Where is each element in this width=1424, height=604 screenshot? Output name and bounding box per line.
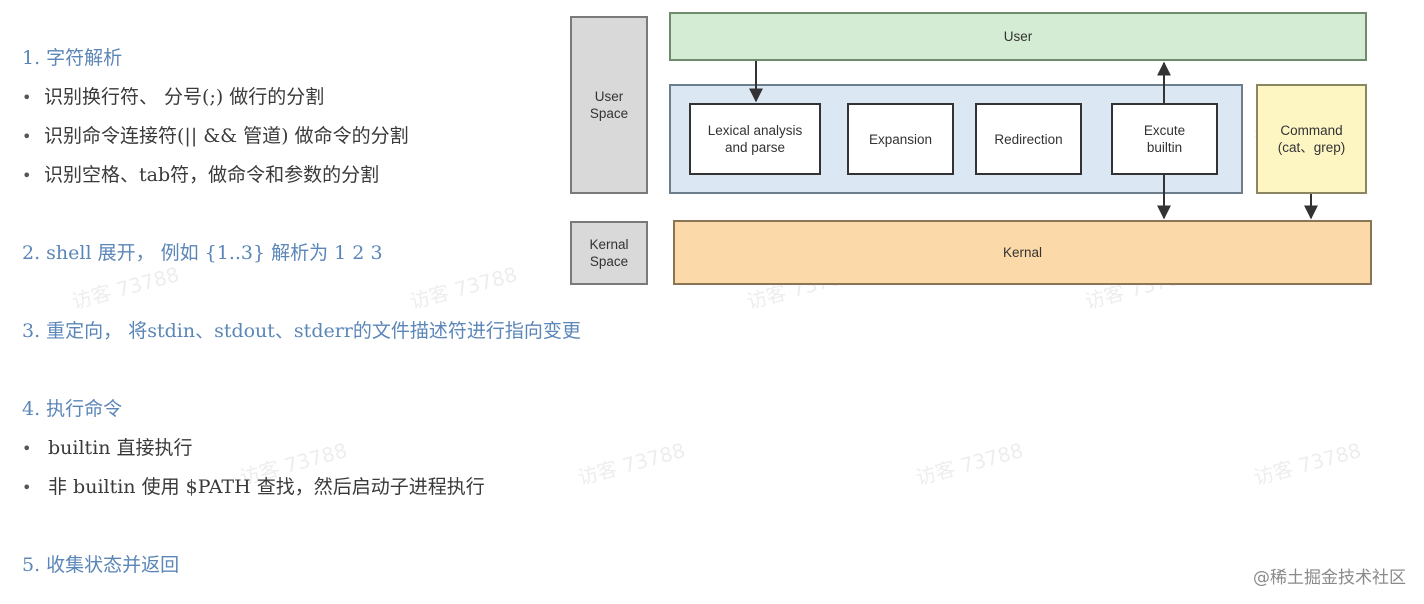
user-box: User xyxy=(669,12,1367,61)
bullet-icon: • xyxy=(22,88,32,107)
kernal-space-box: Kernal Space xyxy=(570,221,648,285)
section-1-title: 1. 字符解析 xyxy=(22,47,123,69)
watermark: 访客 73788 xyxy=(913,438,1026,490)
list-item: • builtin 直接执行 xyxy=(22,436,193,461)
excute-builtin-box: Excute builtin xyxy=(1111,103,1218,175)
expansion-label: Expansion xyxy=(868,131,933,147)
section-3-title: 3. 重定向， 将stdin、stdout、stderr的文件描述符进行指向变更 xyxy=(22,320,581,342)
source-attribution: @稀土掘金技术社区 xyxy=(1253,568,1406,588)
bullet-icon: • xyxy=(22,166,32,185)
lexical-analysis-box: Lexical analysis and parse xyxy=(689,103,821,175)
section-2-title: 2. shell 展开， 例如 {1..3} 解析为 1 2 3 xyxy=(22,242,383,264)
list-item: • 识别空格、tab符，做命令和参数的分割 xyxy=(22,163,379,188)
list-item: • 识别命令连接符(|| && 管道) 做命令的分割 xyxy=(22,124,409,149)
list-item: • 非 builtin 使用 $PATH 查找，然后启动子进程执行 xyxy=(22,475,485,500)
section-4-title: 4. 执行命令 xyxy=(22,398,123,420)
bullet-icon: • xyxy=(22,439,32,458)
notes-panel: 1. 字符解析 • 识别换行符、 分号(;) 做行的分割 • 识别命令连接符(|| … xyxy=(0,0,640,604)
list-item-text: 识别空格、tab符，做命令和参数的分割 xyxy=(44,164,380,186)
kernal-label: Kernal xyxy=(1002,245,1043,260)
watermark: 访客 73788 xyxy=(1251,438,1364,490)
user-space-box: User Space xyxy=(570,16,648,194)
command-label: Command (cat、grep) xyxy=(1277,123,1346,155)
lexical-analysis-label: Lexical analysis and parse xyxy=(707,123,803,155)
list-item-text: 识别换行符、 分号(;) 做行的分割 xyxy=(44,86,325,108)
redirection-label: Redirection xyxy=(994,131,1063,147)
list-item: • 识别换行符、 分号(;) 做行的分割 xyxy=(22,85,324,110)
shell-architecture-diagram: User Space Kernal Space User Lexical ana… xyxy=(560,0,1390,300)
list-item-text: 识别命令连接符(|| && 管道) 做命令的分割 xyxy=(44,125,409,147)
bullet-icon: • xyxy=(22,127,32,146)
expansion-box: Expansion xyxy=(847,103,954,175)
bullet-icon: • xyxy=(22,478,32,497)
section-5-title: 5. 收集状态并返回 xyxy=(22,554,180,576)
list-item-text: builtin 直接执行 xyxy=(48,437,193,459)
redirection-box: Redirection xyxy=(975,103,1082,175)
kernal-box: Kernal xyxy=(673,220,1372,285)
user-label: User xyxy=(1003,29,1033,44)
kernal-space-label: Kernal Space xyxy=(589,237,629,269)
user-space-label: User Space xyxy=(589,89,629,121)
list-item-text: 非 builtin 使用 $PATH 查找，然后启动子进程执行 xyxy=(48,476,485,498)
command-box: Command (cat、grep) xyxy=(1256,84,1367,194)
excute-builtin-label: Excute builtin xyxy=(1143,123,1186,155)
